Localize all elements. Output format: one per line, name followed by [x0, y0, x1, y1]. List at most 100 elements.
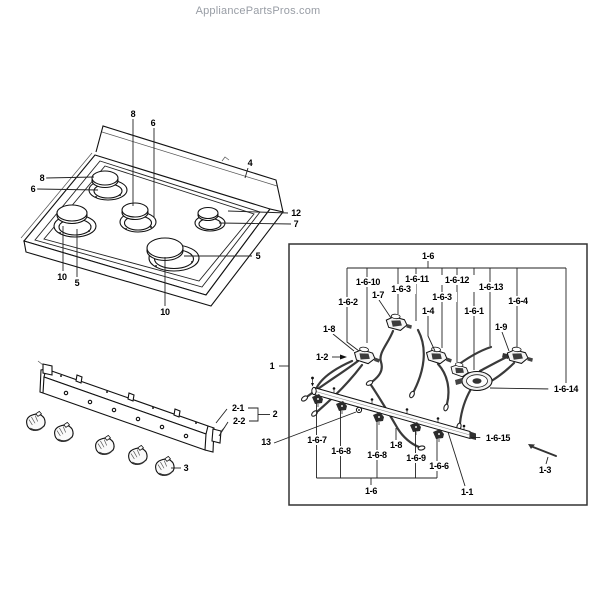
callout-6: 6 — [31, 184, 36, 194]
manifold-rail — [311, 376, 476, 440]
callout-bg — [424, 461, 454, 471]
callout-1: 1 — [270, 361, 275, 371]
callout-bg — [350, 277, 386, 287]
callout-5: 5 — [75, 278, 80, 288]
callout-1-6: 1-6 — [365, 486, 377, 496]
cooktop-backguard — [95, 125, 284, 213]
dual-burner-valve — [455, 370, 493, 392]
callout-bg — [548, 384, 584, 394]
panel-holes — [63, 390, 189, 439]
callout-1-6-11: 1-6-11 — [405, 274, 429, 284]
control-knob — [93, 434, 117, 458]
cooktop-edge — [23, 208, 284, 307]
callout-bg — [312, 352, 332, 362]
callout-bg — [326, 446, 356, 456]
callout-1-6-12: 1-6-12 — [445, 275, 470, 285]
panel-leader-lines — [171, 365, 357, 469]
control-knob — [52, 421, 76, 445]
callout-bg — [259, 437, 273, 447]
callout-2-2: 2-2 — [233, 416, 245, 426]
callout-1-7: 1-7 — [372, 290, 384, 300]
burner-middle — [119, 202, 157, 233]
burner-top-left — [88, 170, 128, 201]
callout-bg — [368, 290, 388, 300]
callout-7: 7 — [294, 219, 299, 229]
callout-1-4: 1-4 — [422, 306, 434, 316]
callout-bg — [399, 274, 435, 284]
callout-1-6-3: 1-6-3 — [391, 284, 411, 294]
callout-1-9: 1-9 — [495, 322, 507, 332]
callout-1-1: 1-1 — [461, 487, 473, 497]
callout-bg — [148, 118, 158, 128]
callout-bg — [480, 433, 516, 443]
callout-1-6-3: 1-6-3 — [432, 292, 452, 302]
callout-bg — [55, 272, 69, 282]
callout-bg — [267, 361, 277, 371]
callout-bg — [181, 463, 191, 473]
valve-assembly-diagram — [288, 243, 588, 506]
control-knob — [126, 444, 150, 468]
callout-bg — [253, 251, 263, 261]
control-knob — [24, 410, 48, 434]
callout-bg — [362, 450, 392, 460]
callout-8: 8 — [40, 173, 45, 183]
burner-front-large — [146, 237, 200, 272]
callout-3: 3 — [184, 463, 189, 473]
callout-1-6-13: 1-6-13 — [479, 282, 504, 292]
gas-valve — [424, 345, 454, 366]
callout-bg — [228, 403, 248, 413]
burner-right — [194, 206, 226, 232]
callout-bg — [270, 409, 280, 419]
callout-bg — [535, 465, 555, 475]
callout-1-6-15: 1-6-15 — [486, 433, 511, 443]
callout-bg — [457, 487, 477, 497]
control-panel-diagram — [24, 360, 357, 479]
callout-1-6-14: 1-6-14 — [554, 384, 579, 394]
callout-13: 13 — [261, 437, 271, 447]
callout-1-6-7: 1-6-7 — [307, 435, 327, 445]
callout-10: 10 — [160, 307, 170, 317]
callout-bg — [333, 297, 363, 307]
valve-assembly-border — [288, 243, 588, 506]
callout-12: 12 — [291, 208, 301, 218]
callout-1-6-4: 1-6-4 — [508, 296, 528, 306]
callout-bg — [418, 306, 438, 316]
burner-left — [53, 204, 97, 238]
callout-1-6-8: 1-6-8 — [331, 446, 351, 456]
callout-bg — [158, 307, 172, 317]
callout-1-6-8: 1-6-8 — [367, 450, 387, 460]
callout-bg — [459, 306, 489, 316]
rail-screws — [332, 387, 466, 430]
panel-end-bracket — [211, 428, 222, 444]
callout-bg — [245, 158, 255, 168]
callout-bg — [361, 486, 381, 496]
control-knob — [153, 455, 177, 479]
callout-1-6: 1-6 — [422, 251, 434, 261]
callout-8: 8 — [131, 109, 136, 119]
callout-1-6-2: 1-6-2 — [338, 297, 358, 307]
callout-6: 6 — [151, 118, 156, 128]
callout-4: 4 — [248, 158, 253, 168]
callout-1-2: 1-2 — [316, 352, 328, 362]
callout-1-6-1: 1-6-1 — [464, 306, 484, 316]
callout-1-6-6: 1-6-6 — [429, 461, 449, 471]
callout-1-6-10: 1-6-10 — [356, 277, 381, 287]
callout-bg — [439, 275, 475, 285]
callout-1-8: 1-8 — [323, 324, 335, 334]
igniter-pin — [528, 444, 557, 457]
callout-bg — [37, 173, 47, 183]
callout-bg — [28, 184, 38, 194]
callout-bg — [418, 251, 438, 261]
callout-bg — [401, 453, 431, 463]
callout-5: 5 — [256, 251, 261, 261]
callout-bg — [386, 440, 406, 450]
callout-bg — [473, 282, 509, 292]
callout-bg — [289, 208, 303, 218]
arrow-1-2 — [340, 354, 347, 360]
callout-bg — [319, 324, 339, 334]
callout-bg — [427, 292, 457, 302]
callout-bg — [302, 435, 332, 445]
cooktop-diagram — [20, 119, 292, 307]
